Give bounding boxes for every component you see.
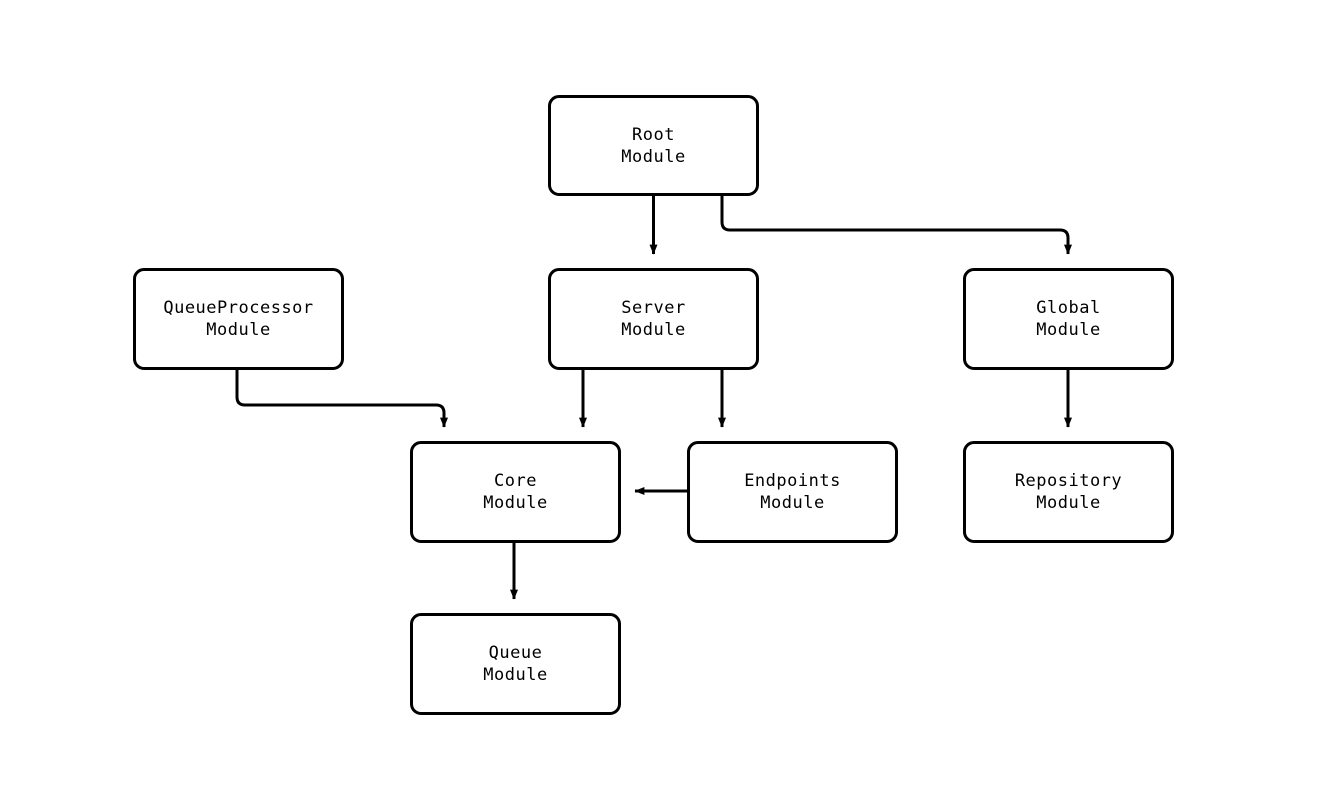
root-module-label-line2: Module	[621, 146, 686, 167]
endpoints-module-label-line1: Endpoints	[744, 471, 841, 491]
core-module-label-line1: Core	[494, 471, 537, 491]
queueprocessor-module-label-line2: Module	[206, 320, 271, 340]
edge-queueprocessor-to-core	[235, 370, 448, 428]
queue-module-label-line2: Module	[483, 665, 548, 685]
queue-module-label-line1: Queue	[488, 643, 543, 663]
repository-module-label-line2: Module	[1036, 493, 1101, 513]
server-module-label-line2: Module	[621, 320, 686, 340]
endpoints-module-label-line2: Module	[760, 493, 825, 513]
server-module-label-line1: Server	[621, 298, 686, 318]
queue-module-node[interactable]: Queue Module	[410, 613, 621, 715]
repository-module-node[interactable]: Repository Module	[963, 441, 1174, 543]
server-module-node[interactable]: Server Module	[548, 268, 759, 370]
root-module-label-line1: Root	[632, 124, 675, 145]
repository-module-label-line1: Repository	[1014, 471, 1123, 491]
core-module-node[interactable]: Core Module	[410, 441, 621, 543]
edge-root-to-global	[720, 196, 1072, 255]
queueprocessor-module-node[interactable]: QueueProcessor Module	[133, 268, 344, 370]
root-module-node[interactable]: Root Module	[548, 95, 759, 196]
queueprocessor-module-label-line1: QueueProcessor	[163, 298, 314, 318]
global-module-label-line1: Global	[1036, 298, 1101, 318]
endpoints-module-node[interactable]: Endpoints Module	[687, 441, 898, 543]
global-module-node[interactable]: Global Module	[963, 268, 1174, 370]
global-module-label-line2: Module	[1036, 320, 1101, 340]
core-module-label-line2: Module	[483, 493, 548, 513]
